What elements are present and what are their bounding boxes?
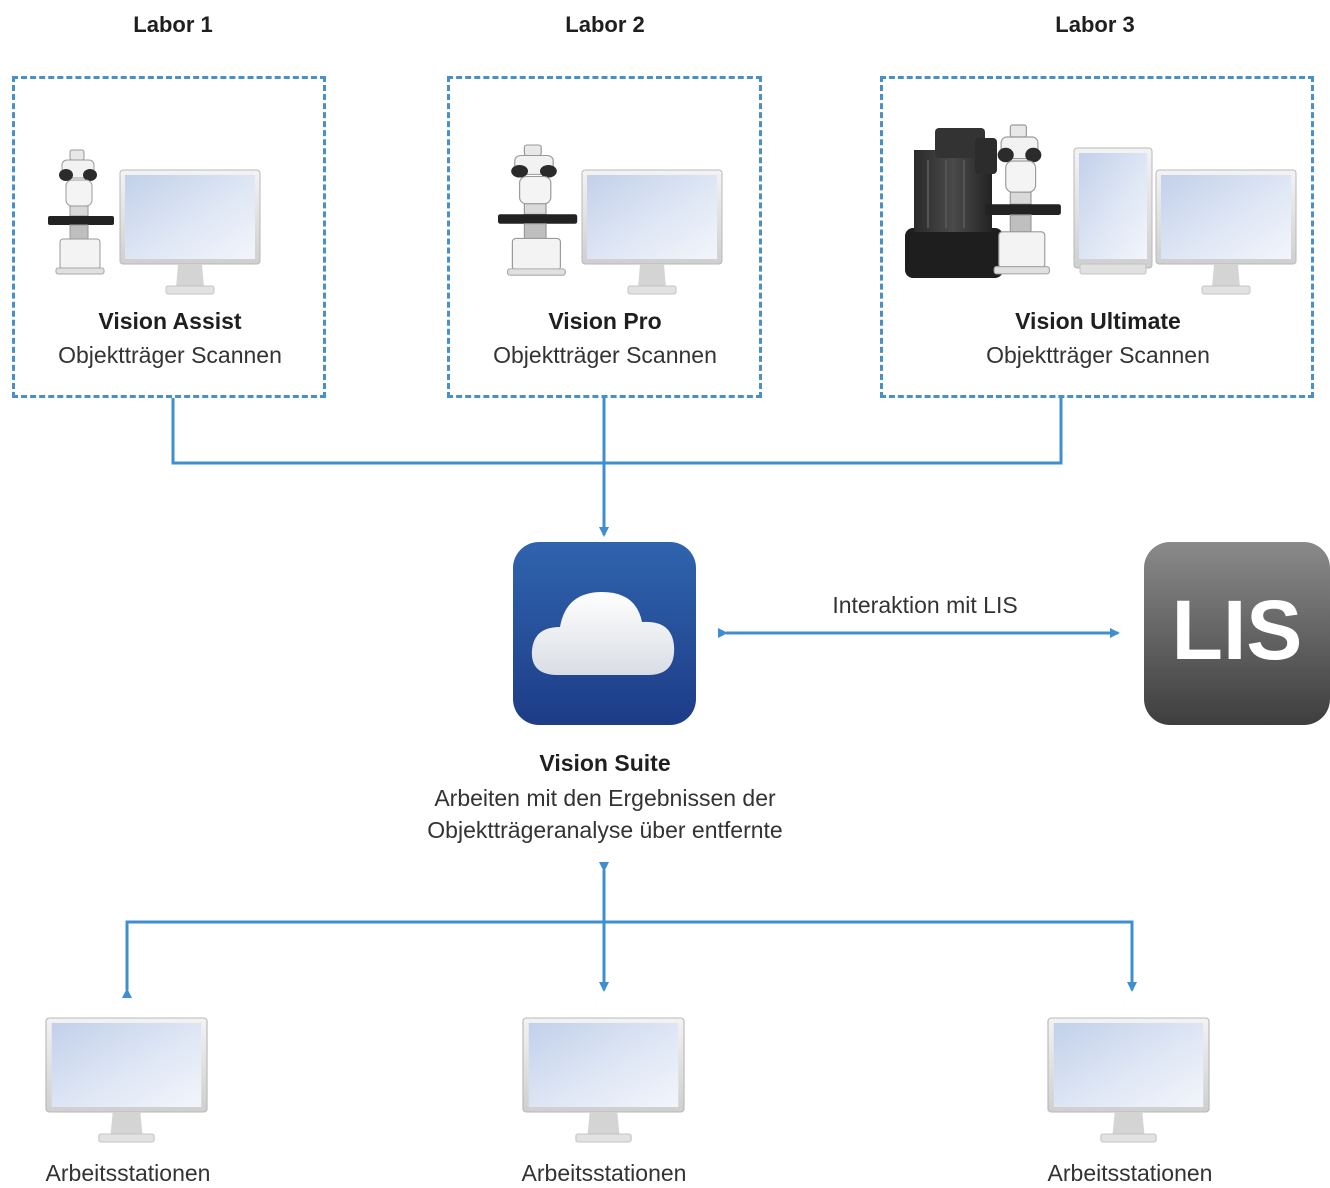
monitor-icon — [522, 1017, 685, 1143]
workstation-1-label: Arbeitsstationen — [45, 1160, 211, 1186]
lis-label: LIS — [1171, 583, 1303, 677]
monitor-icon — [1047, 1017, 1210, 1143]
lab-3-product: Vision Ultimate — [1015, 308, 1181, 334]
microscope-icon — [47, 149, 115, 275]
microscope-icon — [497, 144, 578, 276]
lab-2-box — [447, 76, 762, 398]
lab-3-box — [880, 76, 1314, 398]
lab-2-title: Labor 2 — [565, 12, 645, 37]
lab-1-product: Vision Assist — [98, 308, 242, 334]
lab-1-box — [12, 76, 326, 398]
suite-description-line-1: Arbeiten mit den Ergebnissen der — [434, 785, 776, 811]
workstation-3-label: Arbeitsstationen — [1047, 1160, 1213, 1186]
tall-monitor-icon — [1073, 147, 1153, 275]
lab-3-title: Labor 3 — [1055, 12, 1135, 37]
lab-3-subtitle: Objektträger Scannen — [986, 342, 1210, 368]
monitor-icon — [119, 169, 261, 295]
lab-connectors — [171, 398, 1063, 537]
lab-1-subtitle: Objektträger Scannen — [58, 342, 282, 368]
cloud-icon — [513, 542, 696, 725]
workstation-connectors — [122, 862, 1137, 998]
scanner-unit-icon — [905, 128, 1003, 278]
lis-interaction-label: Interaktion mit LIS — [832, 592, 1018, 618]
workstation-2-label: Arbeitsstationen — [521, 1160, 687, 1186]
monitor-icon — [581, 169, 723, 295]
lis-icon — [1144, 542, 1330, 725]
monitor-icon — [45, 1017, 208, 1143]
suite-name: Vision Suite — [539, 750, 671, 776]
monitor-icon — [1155, 169, 1297, 295]
lab-2-product: Vision Pro — [548, 308, 662, 334]
lab-2-subtitle: Objektträger Scannen — [493, 342, 717, 368]
suite-description-line-2: Objektträgeranalyse über entfernte — [427, 817, 783, 843]
lab-1-title: Labor 1 — [133, 12, 213, 37]
